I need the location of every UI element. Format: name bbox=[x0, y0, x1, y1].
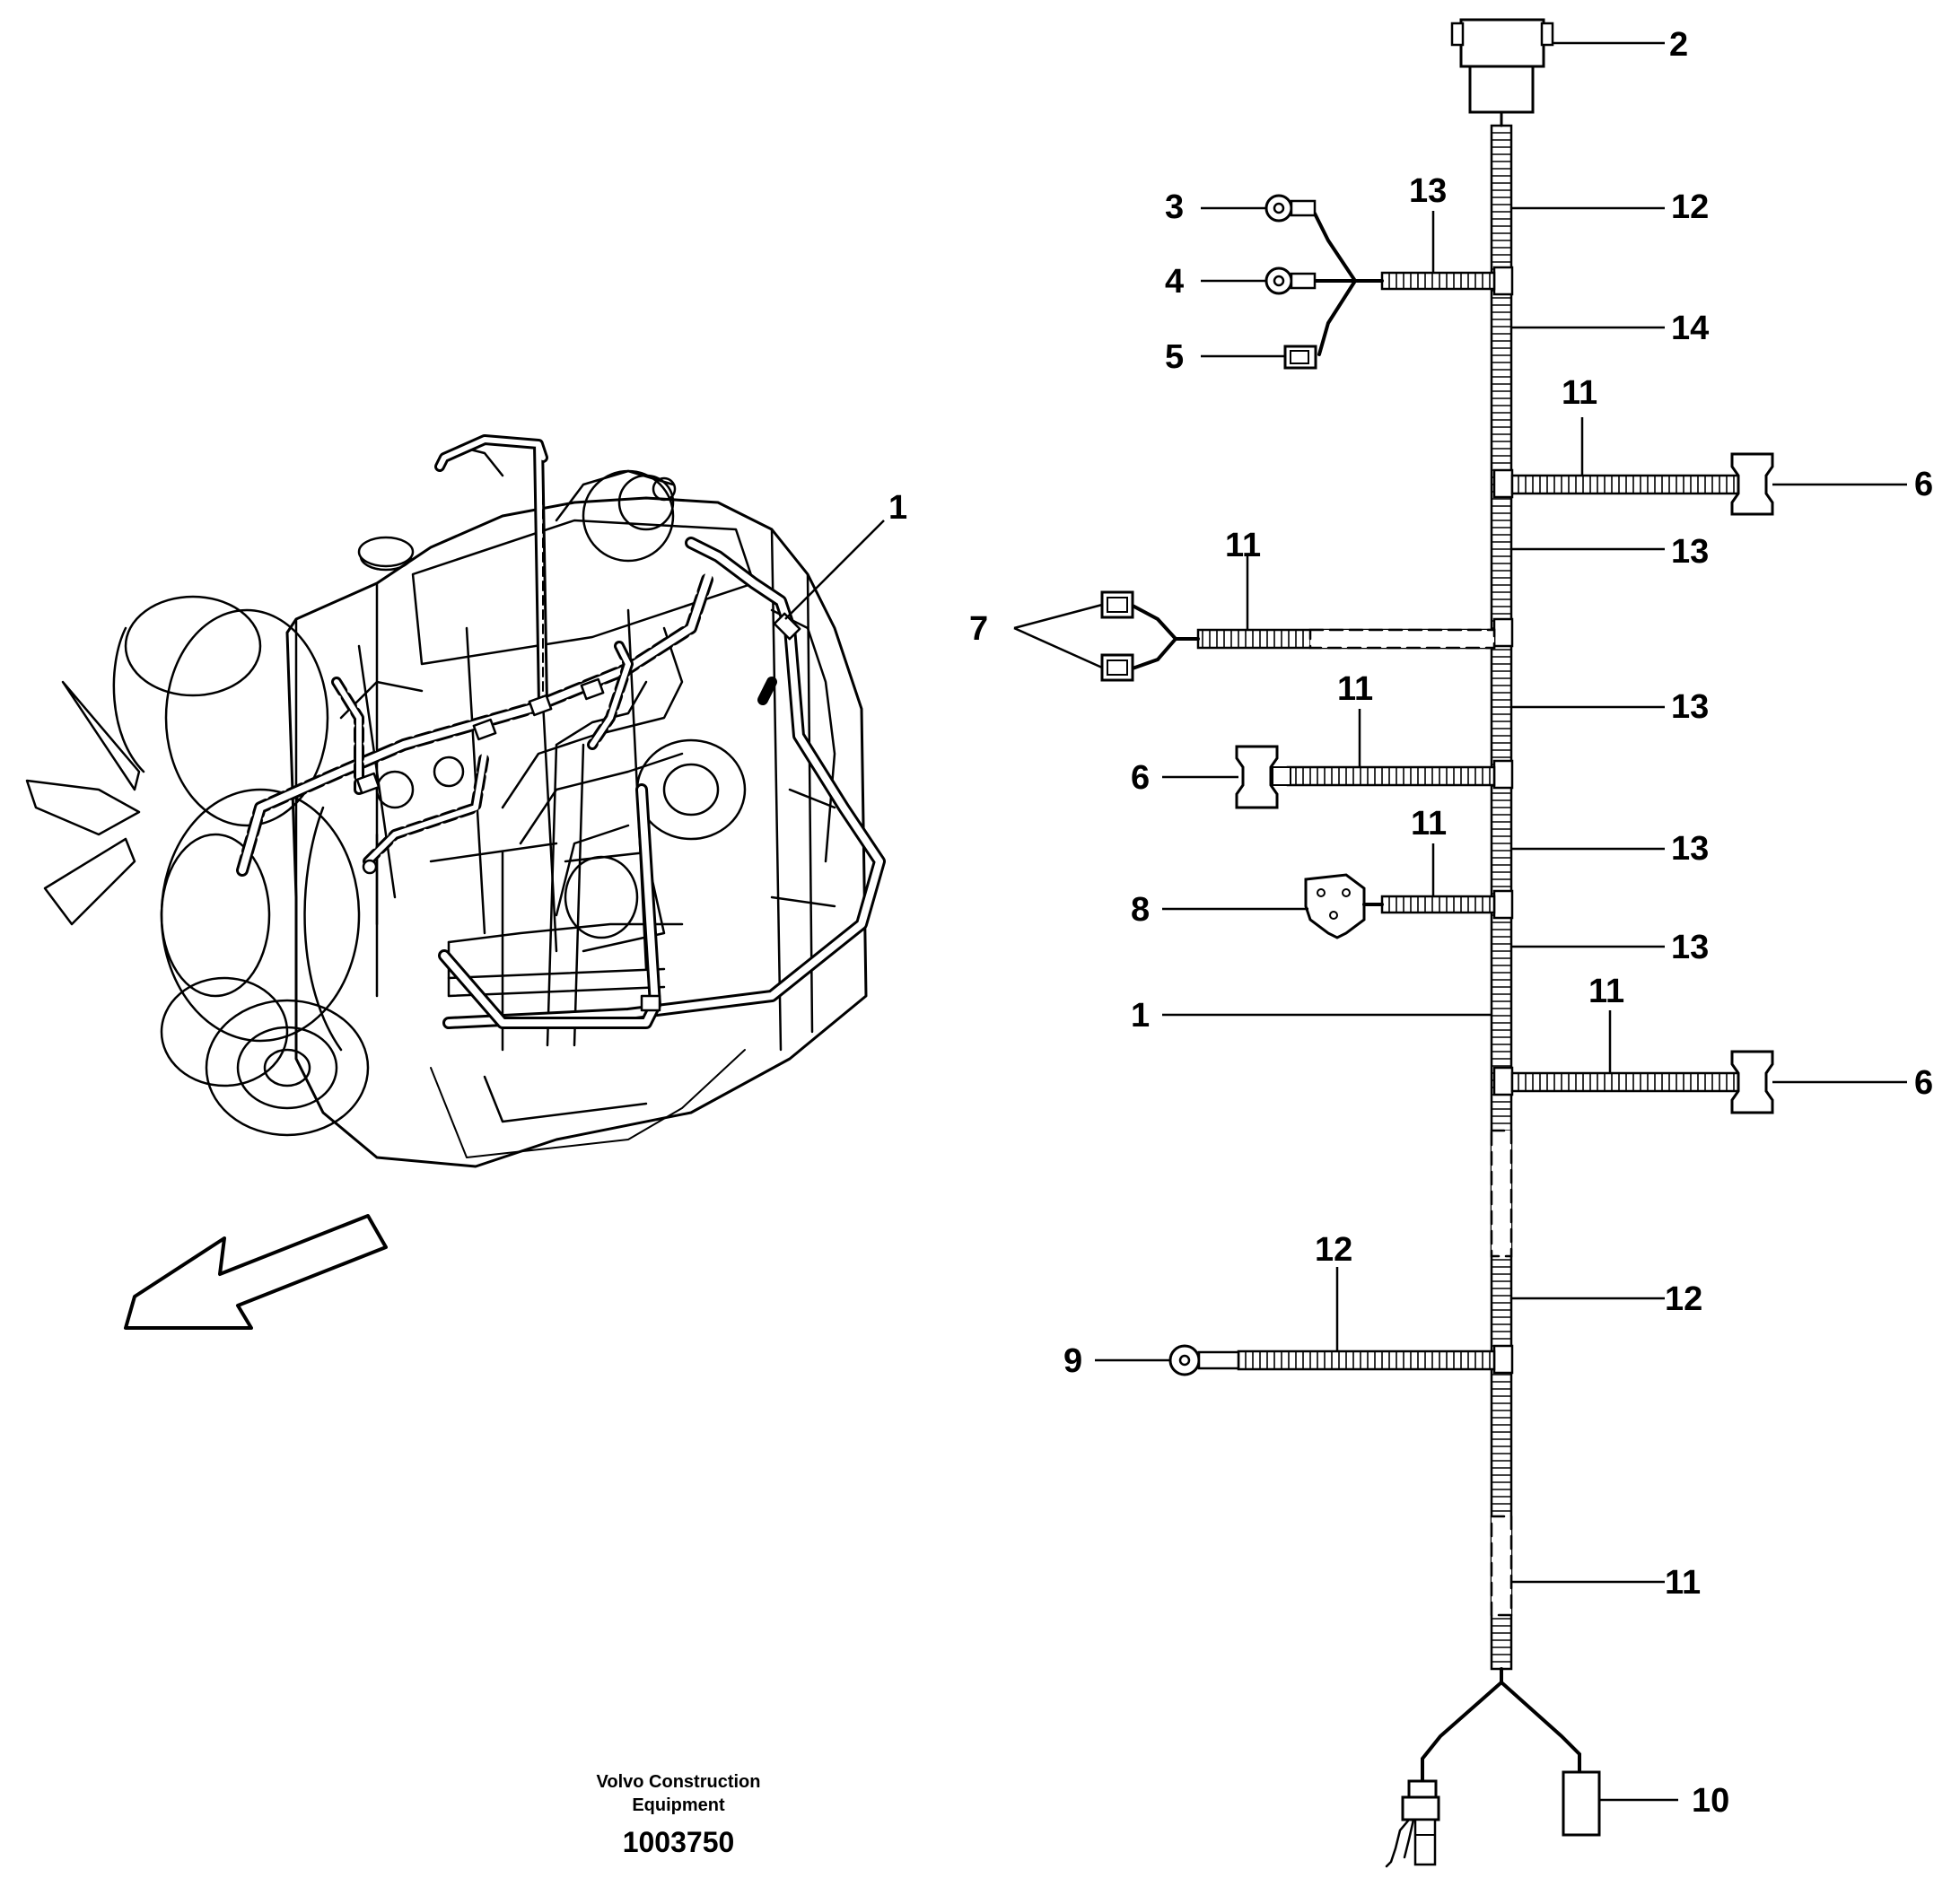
callout-1-engine: 1 bbox=[888, 489, 907, 527]
callout-12-trunk: 12 bbox=[1665, 1280, 1702, 1318]
callout-11-bottom-right: 11 bbox=[1588, 973, 1624, 1010]
callout-12-top: 12 bbox=[1671, 188, 1709, 226]
callout-1-harness: 1 bbox=[1131, 997, 1150, 1035]
engine-harness-route bbox=[236, 434, 886, 1029]
callout-11-branch-8: 11 bbox=[1411, 805, 1447, 843]
callout-14: 14 bbox=[1671, 310, 1709, 347]
credit-line-2: Equipment bbox=[632, 1795, 725, 1815]
callout-3: 3 bbox=[1165, 188, 1184, 226]
engine-illustration bbox=[25, 447, 868, 1168]
harness-schematic bbox=[1100, 18, 1774, 1868]
callout-11-trunk-bottom: 11 bbox=[1665, 1564, 1701, 1602]
callout-10: 10 bbox=[1692, 1782, 1729, 1820]
callout-6-mid: 6 bbox=[1131, 759, 1150, 797]
callout-8: 8 bbox=[1131, 891, 1150, 929]
callout-7: 7 bbox=[969, 610, 988, 648]
callout-13-third: 13 bbox=[1671, 688, 1709, 726]
callout-13-branch: 13 bbox=[1409, 172, 1447, 210]
callout-4: 4 bbox=[1165, 263, 1184, 301]
callout-13-fourth: 13 bbox=[1671, 830, 1709, 868]
publisher-credit: Volvo Construction Equipment 1003750 bbox=[597, 1772, 761, 1858]
callout-6-top: 6 bbox=[1914, 466, 1933, 503]
leader-lines bbox=[1013, 41, 1907, 1802]
callout-6-bottom: 6 bbox=[1914, 1064, 1933, 1102]
part-number: 1003750 bbox=[623, 1826, 735, 1858]
callout-11-branch-6-mid: 11 bbox=[1337, 670, 1373, 708]
leader-engine-1 bbox=[784, 520, 885, 620]
callout-2: 2 bbox=[1669, 26, 1688, 64]
callout-5: 5 bbox=[1165, 338, 1184, 376]
callout-9: 9 bbox=[1063, 1342, 1082, 1380]
callout-11-branch-7: 11 bbox=[1225, 527, 1261, 564]
callout-11-top-right: 11 bbox=[1562, 374, 1597, 412]
credit-line-1: Volvo Construction bbox=[597, 1772, 761, 1792]
callout-13-fifth: 13 bbox=[1671, 929, 1709, 966]
callout-labels: 2 12 3 13 4 14 5 11 6 1 13 11 7 11 13 6 … bbox=[888, 26, 1933, 1820]
callout-13-second: 13 bbox=[1671, 533, 1709, 571]
callout-12-branch-9: 12 bbox=[1315, 1231, 1352, 1269]
forward-direction-arrow bbox=[124, 1214, 388, 1330]
